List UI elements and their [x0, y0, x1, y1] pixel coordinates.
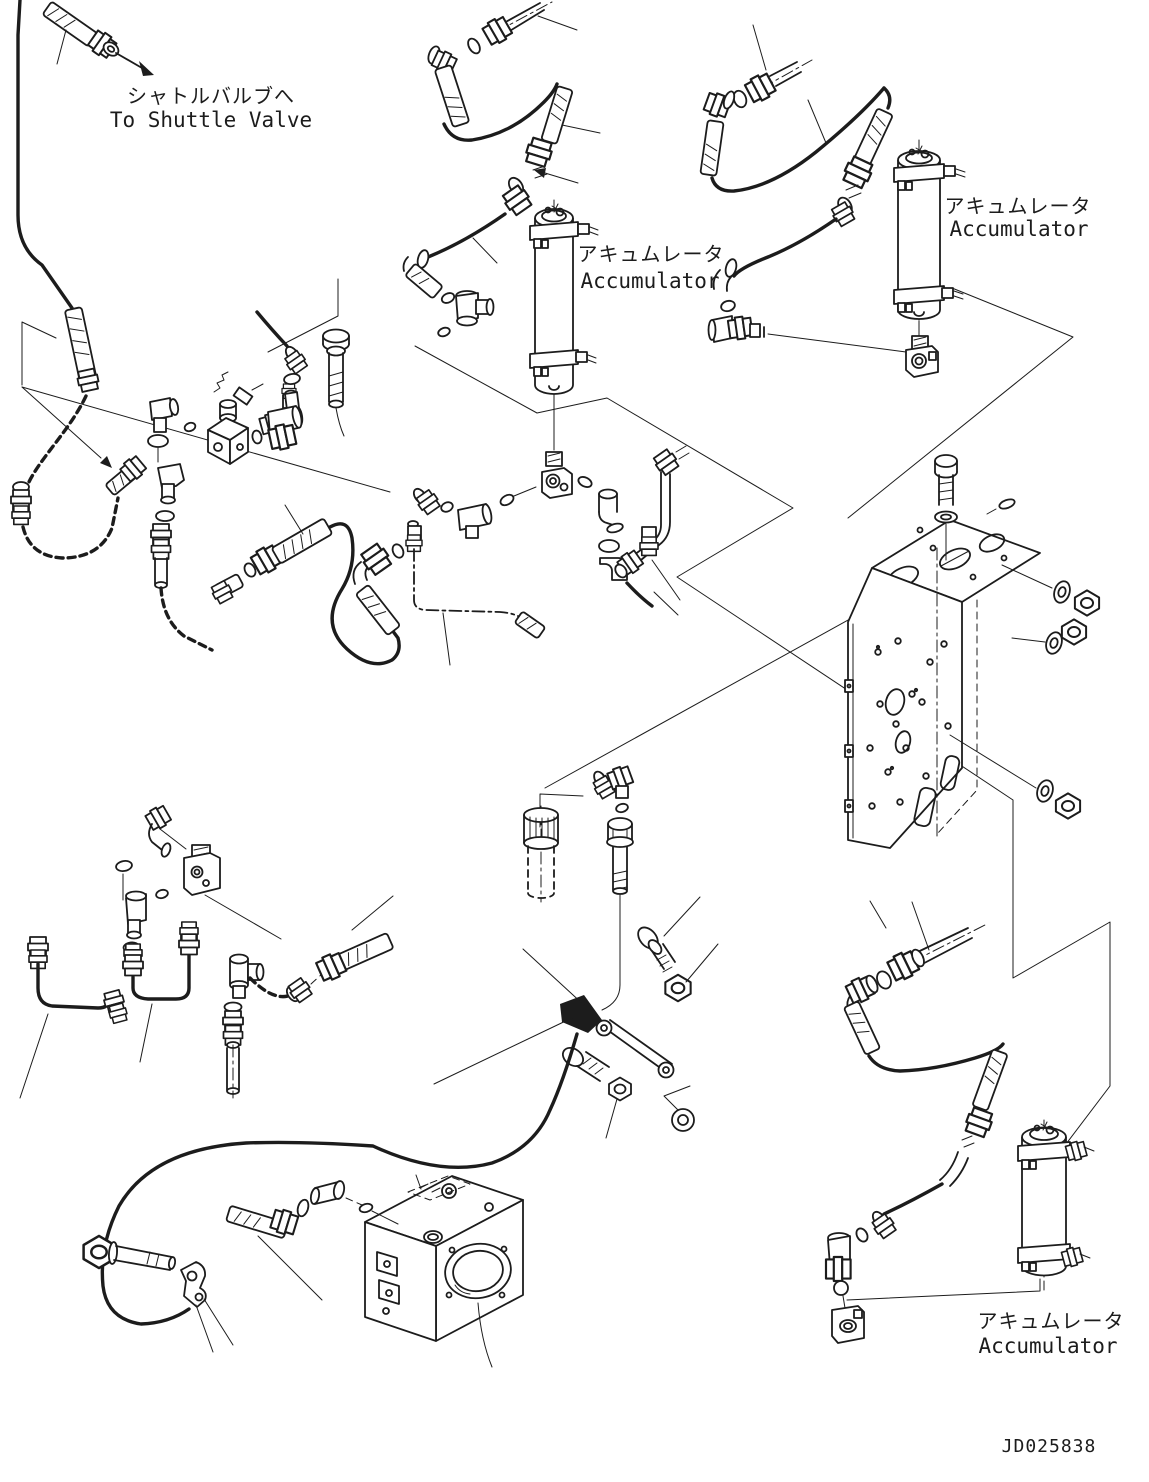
- accumulator-center-valve: [541, 451, 679, 616]
- shuttle-valve-hose-fitting: [42, 1, 120, 65]
- drawing-number: JD025838: [1002, 1436, 1097, 1457]
- accumulator-top-right: [893, 139, 966, 378]
- plate-mounting-bolt: [934, 454, 1016, 561]
- accumulator-center-label-en: Accumulator: [580, 269, 719, 293]
- looped-tube-assembly: [209, 486, 546, 666]
- solenoid-valve-manifold: [147, 371, 304, 652]
- label-accumulator-top-right: アキュムレータ Accumulator: [945, 194, 1092, 241]
- top-right-hose-assembly: [699, 24, 907, 353]
- bottom-right-hose-assembly: [824, 1135, 1041, 1344]
- accumulator-center-label-ja: アキュムレータ: [578, 242, 725, 266]
- accumulator-bottom-right-label-en: Accumulator: [978, 1334, 1117, 1358]
- bottom-left-valve-cluster: [19, 803, 394, 1099]
- filter-and-clamp-assembly: [100, 763, 719, 1326]
- shuttle-valve-label-ja: シャトルバルブへ: [127, 84, 295, 108]
- section-boundary-lines: [414, 287, 1111, 1149]
- hydraulic-tank: [364, 1174, 524, 1368]
- long-bolt: [267, 278, 350, 437]
- flow-direction-arrow: [115, 52, 154, 76]
- hose-left-long: [10, 0, 391, 560]
- label-accumulator-center: アキュムレータ Accumulator: [578, 242, 725, 293]
- tank-inlet-fittings: [82, 1180, 399, 1353]
- mounting-plate: [844, 519, 1041, 849]
- plate-washers-and-nuts: [949, 564, 1101, 820]
- accumulator-bottom-right: [1017, 1119, 1095, 1291]
- top-middle-hose-assembly: [402, 1, 601, 338]
- shuttle-valve-label-en: To Shuttle Valve: [110, 108, 312, 132]
- accumulator-center: [529, 199, 599, 451]
- callout-to-shuttle-valve: シャトルバルブへ To Shuttle Valve: [110, 84, 312, 132]
- accumulator-top-right-label-en: Accumulator: [949, 217, 1088, 241]
- accumulator-center-l-tube: [614, 445, 690, 601]
- manifold-inlet-hose: [255, 310, 310, 453]
- mid-elbow-fitting: [412, 487, 493, 539]
- accumulator-top-right-label-ja: アキュムレータ: [945, 194, 1092, 218]
- accumulator-bottom-right-label-ja: アキュムレータ: [978, 1309, 1125, 1333]
- right-middle-hose-assembly: [843, 900, 1008, 1140]
- label-accumulator-bottom-right: アキュムレータ Accumulator: [978, 1309, 1125, 1358]
